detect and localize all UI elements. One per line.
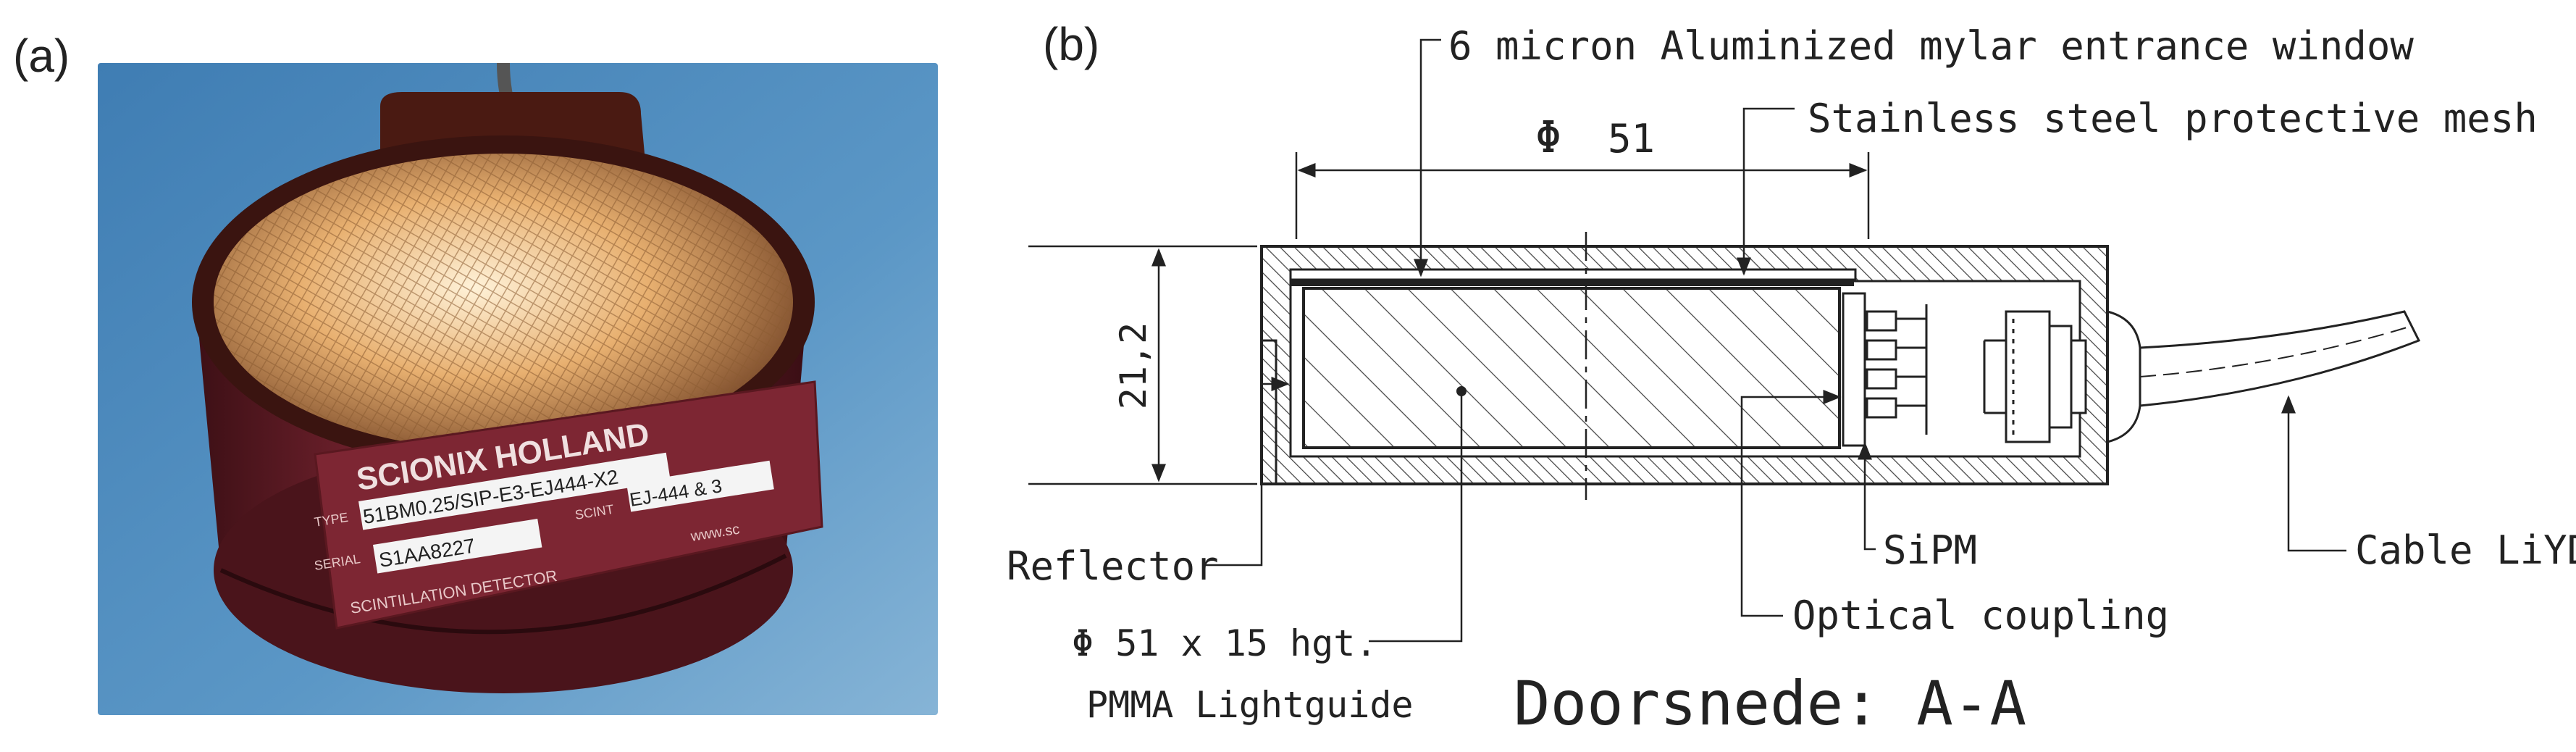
callout-reflector: Reflector bbox=[1007, 543, 1219, 589]
callout-lightguide-material: PMMA Lightguide bbox=[1086, 684, 1414, 726]
detector-photo: SCIONIX HOLLAND TYPE 51BM0.25/SIP-E3-EJ4… bbox=[98, 63, 938, 715]
callout-entrance-window: 6 micron Aluminized mylar entrance windo… bbox=[1448, 23, 2414, 69]
section-title: Doorsnede: A-A bbox=[1514, 668, 2026, 739]
panel-label-b: (b) bbox=[1043, 18, 1100, 70]
callout-protective-mesh: Stainless steel protective mesh bbox=[1808, 96, 2538, 141]
diameter-symbol: Φ bbox=[1535, 112, 1561, 163]
height-value: 21,2 bbox=[1112, 322, 1154, 409]
diameter-value: 51 bbox=[1608, 116, 1655, 162]
connector bbox=[1983, 310, 2087, 443]
entrance-window bbox=[1289, 268, 1857, 281]
panel-label-a: (a) bbox=[13, 30, 70, 82]
pmma-lightguide bbox=[1302, 287, 1841, 449]
callout-optical-coupling: Optical coupling bbox=[1792, 593, 2169, 638]
cable-gland bbox=[2107, 310, 2141, 443]
callout-sipm: SiPM bbox=[1883, 527, 1977, 573]
detector-label-sticker: SCIONIX HOLLAND TYPE 51BM0.25/SIP-E3-EJ4… bbox=[313, 380, 823, 630]
cable bbox=[2139, 310, 2421, 407]
callout-lightguide-dimensions: Φ 51 x 15 hgt. bbox=[1072, 622, 1377, 664]
sipm bbox=[1842, 292, 1866, 447]
callout-cable: Cable LiYD11Y bbox=[2355, 527, 2576, 573]
